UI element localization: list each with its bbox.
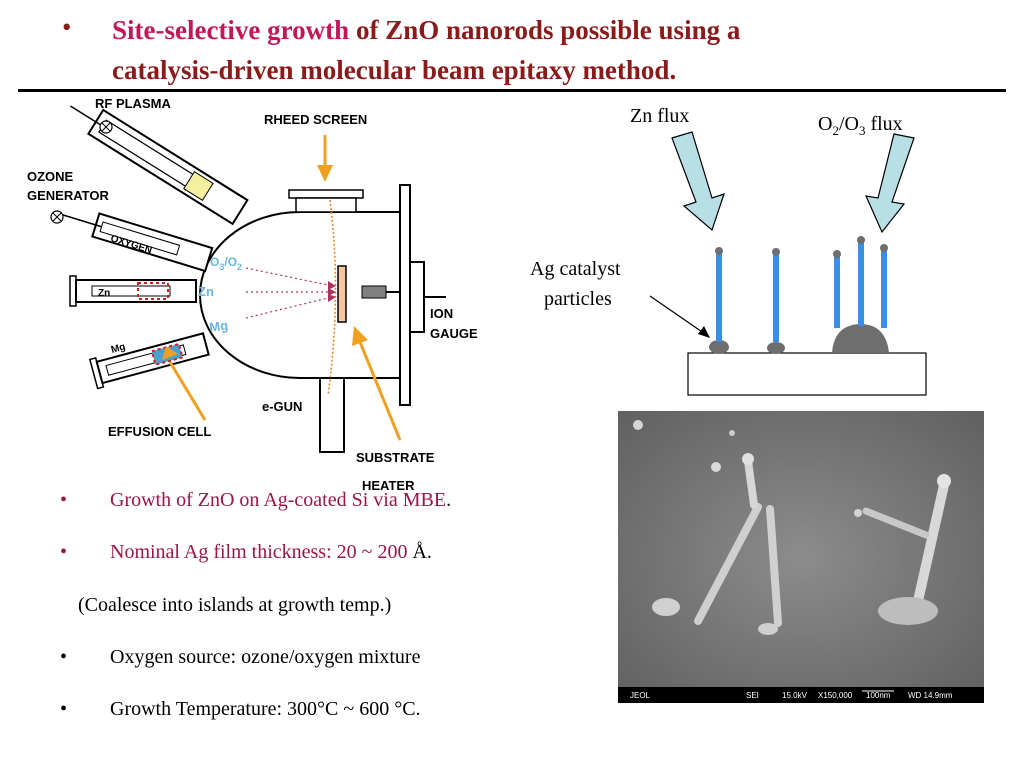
- nanorod: [716, 252, 722, 342]
- bullet-growth-temperature: Growth Temperature: 300°C ~ 600 °C.: [110, 698, 421, 720]
- label-beam-zn: Zn: [198, 284, 214, 299]
- title-accent: Site-selective growth: [112, 15, 350, 45]
- egun-port: [319, 377, 345, 453]
- bullet-ag-thickness: Nominal Ag film thickness: 20 ~ 200 Å.: [110, 541, 432, 563]
- bullet-oxygen-source: Oxygen source: ozone/oxygen mixture: [110, 646, 421, 668]
- mg-effusion-cell: [88, 332, 210, 390]
- title-bullet: •: [62, 12, 72, 42]
- mbe-system-diagram: RF PLASMA RHEED SCREEN OZONE GENERATOR O…: [27, 96, 478, 492]
- chamber-body: [199, 211, 401, 379]
- nanorod: [881, 250, 887, 328]
- ion-gauge-flange: [409, 261, 425, 333]
- label-ozone: OZONE: [27, 169, 74, 184]
- nanorod: [773, 254, 779, 342]
- label-ion: ION: [430, 306, 453, 321]
- rf-plasma-source: [69, 105, 249, 226]
- si-substrate: [687, 352, 927, 396]
- label-rheed-screen: RHEED SCREEN: [264, 112, 367, 127]
- label-o-flux: O2/O3 flux: [818, 113, 903, 138]
- rheed-arrow-icon: [317, 165, 333, 182]
- label-rf-plasma: RF PLASMA: [95, 96, 171, 111]
- ag-particle: [709, 340, 729, 354]
- title-line-2: catalysis-driven molecular beam epitaxy …: [112, 55, 677, 85]
- bullet-growth: Growth of ZnO on Ag-coated Si via MBE.: [110, 489, 452, 511]
- mg-beam-line: [245, 297, 329, 319]
- nanorod: [858, 242, 864, 326]
- chamber-flange: [399, 184, 411, 406]
- bullet-marker: •: [60, 489, 68, 511]
- label-zn-cell: Zn: [98, 288, 110, 299]
- sem-wd: WD 14.9mm: [908, 691, 953, 700]
- heater-arrow-icon: [352, 326, 368, 346]
- label-effusion-cell: EFFUSION CELL: [108, 424, 211, 439]
- label-generator: GENERATOR: [27, 188, 109, 203]
- top-port: [288, 189, 364, 199]
- sem-mode: SEI: [746, 691, 759, 700]
- nanorod: [834, 256, 840, 328]
- label-particles: particles: [544, 288, 612, 310]
- heater-block: [361, 285, 387, 299]
- ag-pointer-arrow-icon: [698, 326, 710, 338]
- slide-title: Site-selective growth of ZnO nanorods po…: [112, 10, 1012, 90]
- effusion-arrow-icon: [162, 346, 178, 360]
- bullet-marker: •: [60, 541, 68, 563]
- zn-flux-arrow-icon: [671, 131, 725, 232]
- sem-brand: JEOL: [630, 691, 651, 700]
- label-zn-flux: Zn flux: [630, 105, 689, 127]
- substrate: [337, 265, 347, 323]
- sem-magnification: X150,000: [818, 691, 853, 700]
- sem-micrograph: JEOL SEI 15.0kV X150,000 100nm WD 14.9mm: [618, 411, 984, 703]
- bullet-marker: •: [60, 698, 68, 720]
- label-mg-cell: Mg: [110, 342, 127, 356]
- label-beam-o: O3/O2: [210, 255, 242, 272]
- bullet-marker: •: [60, 646, 68, 668]
- zn-heater-coil: [137, 282, 169, 300]
- oxygen-source: [62, 212, 214, 273]
- label-beam-mg: Mg: [208, 317, 229, 334]
- bullet-coalesce-note: (Coalesce into islands at growth temp.): [78, 594, 392, 616]
- label-heater: HEATER: [362, 478, 415, 492]
- ag-particle: [832, 324, 889, 353]
- o-beam-line: [245, 267, 329, 286]
- label-substrate: SUBSTRATE: [356, 450, 435, 465]
- ag-particle: [767, 342, 785, 354]
- growth-schematic: Zn flux O2/O3 flux Ag catalyst particles: [530, 105, 927, 396]
- label-egun: e-GUN: [262, 399, 302, 414]
- title-rule: [18, 89, 1006, 92]
- label-ag-catalyst: Ag catalyst: [530, 258, 621, 280]
- sem-voltage: 15.0kV: [782, 691, 808, 700]
- o-flux-arrow-icon: [864, 133, 915, 234]
- sem-scale: 100nm: [866, 691, 891, 700]
- title-rest: of ZnO nanorods possible using a: [349, 15, 741, 45]
- rheed-line: [327, 199, 337, 396]
- label-gauge: GAUGE: [430, 326, 478, 341]
